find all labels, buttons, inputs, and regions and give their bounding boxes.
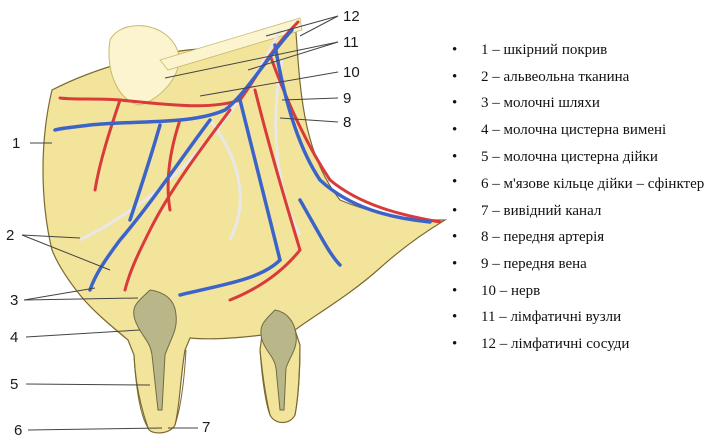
legend-item-text: 7 – вивідний канал [481,203,601,219]
bullet: • [452,224,457,251]
legend-item-text: 5 – молочна цистерна дійки [481,149,658,165]
legend-item: • 6 – м'язове кільце дійки – сфінктер [446,171,711,198]
legend-item-text: 3 – молочні шляхи [481,95,600,111]
bullet: • [452,278,457,305]
legend-item: • 2 – альвеольна тканина [446,64,711,91]
legend-item-text: 8 – передня артерія [481,229,604,245]
bullet: • [452,304,457,331]
bullet: • [452,37,457,64]
bullet: • [452,251,457,278]
bullet: • [452,117,457,144]
legend-item: • 3 – молочні шляхи [446,90,711,117]
legend-item-text: 10 – нерв [481,283,540,299]
callout-10: 10 [343,64,360,81]
callout-2: 2 [6,227,14,244]
legend-item-text: 11 – лімфатичні вузли [481,309,621,325]
udder-section-illustration: 12 11 10 9 8 1 2 3 4 5 6 7 [0,0,450,438]
legend-item-text: 2 – альвеольна тканина [481,69,629,85]
legend-item: • 5 – молочна цистерна дійки [446,144,711,171]
callout-8: 8 [343,114,351,131]
legend-item: • 4 – молочна цистерна вимені [446,117,711,144]
legend-item: • 9 – передня вена [446,251,711,278]
legend-item-text: 6 – м'язове кільце дійки – сфінктер [481,176,704,192]
callout-11: 11 [343,34,359,51]
legend-item: • 1 – шкірний покрив [446,37,711,64]
callout-5: 5 [10,376,18,393]
legend-item: • 12 – лімфатичні сосуди [446,331,711,358]
legend-list: • 1 – шкірний покрив • 2 – альвеольна ткан… [446,37,711,358]
legend-item-text: 12 – лімфатичні сосуди [481,336,629,352]
legend-item-text: 1 – шкірний покрив [481,42,607,58]
callout-6: 6 [14,422,22,438]
bullet: • [452,198,457,225]
bullet: • [452,90,457,117]
callout-1: 1 [12,135,20,152]
callout-3: 3 [10,292,18,309]
legend-item: • 11 – лімфатичні вузли [446,304,711,331]
legend-item: • 10 – нерв [446,278,711,305]
legend-item-text: 4 – молочна цистерна вимені [481,122,666,138]
legend-item-text: 9 – передня вена [481,256,587,272]
callout-9: 9 [343,90,351,107]
callout-12: 12 [343,8,360,25]
bullet: • [452,64,457,91]
legend-item: • 7 – вивідний канал [446,198,711,225]
bullet: • [452,144,457,171]
bullet: • [452,331,457,358]
legend-item: • 8 – передня артерія [446,224,711,251]
bullet: • [452,171,457,193]
callout-7: 7 [202,419,210,436]
callout-4: 4 [10,329,18,346]
